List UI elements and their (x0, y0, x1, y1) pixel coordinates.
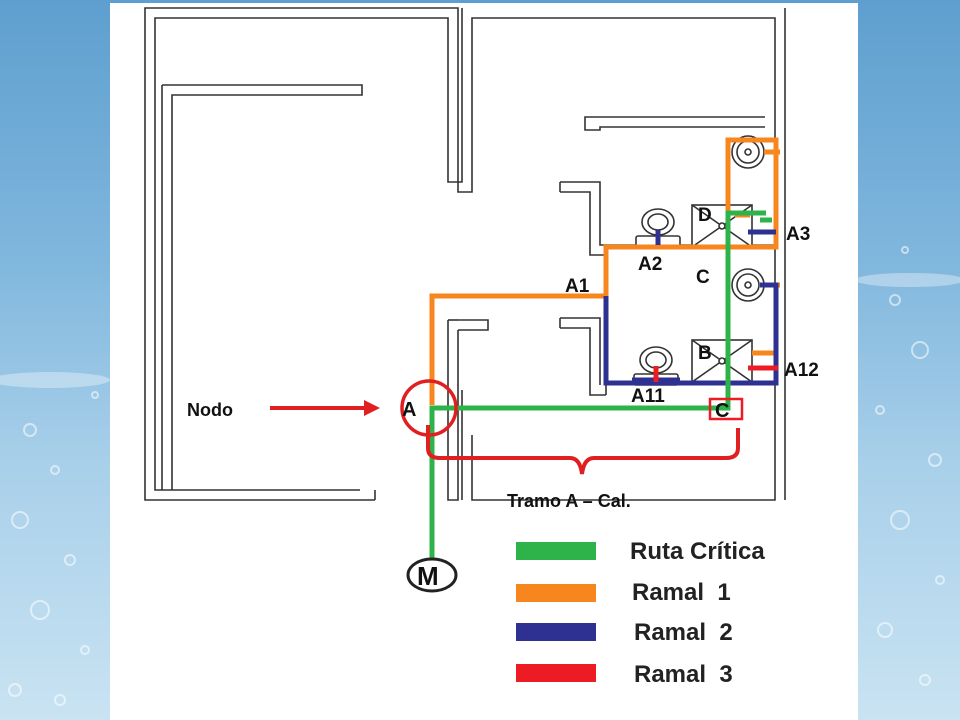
legend-swatch-ruta-critica (516, 542, 596, 560)
legend-label-ruta-critica: Ruta Crítica (630, 538, 765, 565)
legend-swatch-ramal-3 (516, 664, 596, 682)
label-A2: A2 (638, 254, 662, 275)
legend-swatch-ramal-1 (516, 584, 596, 602)
sink-top (731, 135, 765, 169)
walls (144, 7, 786, 501)
shower-B (691, 339, 753, 383)
tramo-brace (426, 425, 740, 475)
label-C-box: C (715, 400, 729, 422)
label-B: B (698, 343, 712, 364)
label-A11: A11 (631, 386, 665, 407)
label-A1: A1 (565, 276, 590, 297)
sink-middle (731, 268, 765, 302)
legend-label-ramal-1: Ramal 1 (632, 579, 731, 606)
legend-swatch-ramal-2 (516, 623, 596, 641)
label-A-node: A (402, 399, 416, 421)
shower-D (691, 204, 753, 248)
label-C-top: C (696, 267, 710, 288)
critical-route-pipe (429, 210, 772, 560)
legend-label-ramal-2: Ramal 2 (634, 619, 733, 646)
meter-M (406, 557, 458, 593)
nodo-label: Nodo (187, 400, 233, 420)
legend: Ruta Crítica Ramal 1 Ramal 2 Ramal 3 (516, 538, 765, 688)
label-A12: A12 (784, 360, 819, 381)
ramal-3-pipe (653, 365, 778, 382)
tramo-label: Tramo A – Cal. (507, 491, 631, 511)
label-M: M (417, 561, 439, 591)
legend-label-ramal-3: Ramal 3 (634, 661, 733, 688)
label-A3: A3 (786, 224, 810, 245)
label-D: D (698, 205, 712, 226)
node-c-box (708, 397, 744, 421)
